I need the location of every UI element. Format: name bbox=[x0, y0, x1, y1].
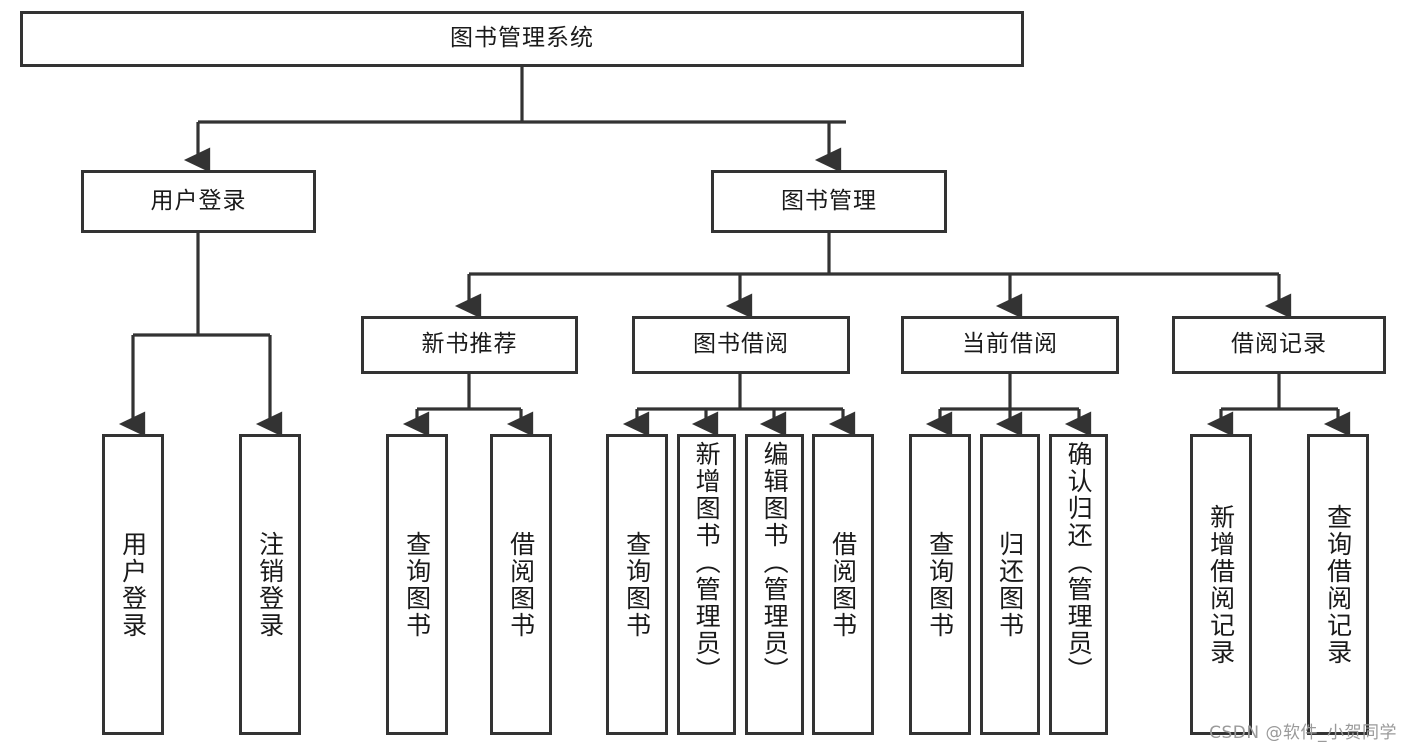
node-new-book-recommend[interactable]: 新书推荐 bbox=[361, 316, 578, 374]
node-label: 确认归还（管理员） bbox=[1064, 441, 1094, 684]
node-user-login[interactable]: 用户登录 bbox=[81, 170, 316, 233]
node-label: 用户登录 bbox=[150, 187, 247, 214]
leaf-query-borrow-record[interactable]: 查询借阅记录 bbox=[1307, 434, 1369, 735]
leaf-edit-book-admin[interactable]: 编辑图书（管理员） bbox=[745, 434, 804, 735]
node-label: 图书管理系统 bbox=[450, 25, 594, 52]
node-label: 查询图书 bbox=[925, 530, 955, 639]
leaf-query-book-borrow[interactable]: 查询图书 bbox=[606, 434, 668, 735]
node-label: 图书管理 bbox=[781, 187, 877, 214]
node-book-borrow[interactable]: 图书借阅 bbox=[632, 316, 850, 374]
node-label: 编辑图书（管理员） bbox=[760, 441, 790, 684]
leaf-borrow-book[interactable]: 借阅图书 bbox=[812, 434, 874, 735]
node-label: 注销登录 bbox=[255, 530, 285, 639]
node-label: 归还图书 bbox=[995, 530, 1025, 639]
node-label: 新增借阅记录 bbox=[1206, 503, 1236, 666]
leaf-add-borrow-record[interactable]: 新增借阅记录 bbox=[1190, 434, 1252, 735]
node-label: 用户登录 bbox=[118, 530, 148, 639]
node-label: 查询图书 bbox=[622, 530, 652, 639]
node-label: 借阅图书 bbox=[506, 530, 536, 639]
node-label: 查询图书 bbox=[402, 530, 432, 639]
node-current-borrow[interactable]: 当前借阅 bbox=[901, 316, 1119, 374]
csdn-watermark: CSDN @软件_小贺同学 bbox=[1209, 723, 1397, 743]
node-label: 新增图书（管理员） bbox=[692, 441, 722, 684]
node-borrow-records[interactable]: 借阅记录 bbox=[1172, 316, 1386, 374]
leaf-query-book-recommend[interactable]: 查询图书 bbox=[386, 434, 448, 735]
node-label: 当前借阅 bbox=[962, 331, 1058, 358]
leaf-add-book-admin[interactable]: 新增图书（管理员） bbox=[677, 434, 736, 735]
node-book-management[interactable]: 图书管理 bbox=[711, 170, 947, 233]
leaf-return-book[interactable]: 归还图书 bbox=[980, 434, 1040, 735]
node-label: 借阅记录 bbox=[1231, 331, 1327, 358]
node-label: 新书推荐 bbox=[421, 331, 518, 358]
leaf-confirm-return-admin[interactable]: 确认归还（管理员） bbox=[1049, 434, 1108, 735]
node-root-system[interactable]: 图书管理系统 bbox=[20, 11, 1024, 67]
node-label: 查询借阅记录 bbox=[1323, 503, 1353, 666]
leaf-logout[interactable]: 注销登录 bbox=[239, 434, 301, 735]
node-label: 借阅图书 bbox=[828, 530, 858, 639]
leaf-user-login[interactable]: 用户登录 bbox=[102, 434, 164, 735]
node-label: 图书借阅 bbox=[693, 331, 789, 358]
leaf-query-book-current[interactable]: 查询图书 bbox=[909, 434, 971, 735]
leaf-borrow-book-recommend[interactable]: 借阅图书 bbox=[490, 434, 552, 735]
